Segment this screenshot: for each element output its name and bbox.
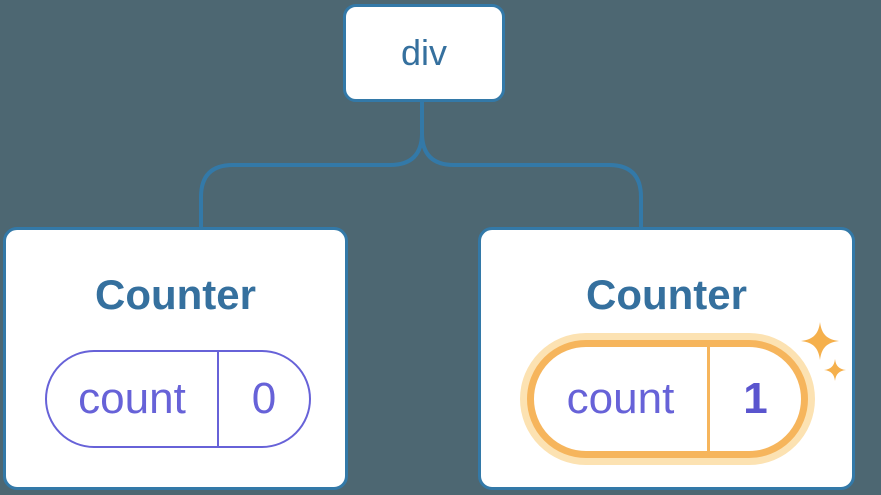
root-node-label: div [400,32,448,73]
counter-title: Counter [95,271,256,318]
state-value: 0 [251,374,277,423]
sparkle-icon [824,359,846,381]
counter-card-left: Counter count 0 [3,227,348,490]
counter-card-right: Counter count 1 [478,227,855,490]
sparkle-icon [801,322,839,360]
state-name: count [47,352,219,446]
edge-root-to-right-counter [420,132,643,229]
state-pill-highlight-halo: count 1 [520,333,815,465]
state-pill-right: count 1 [527,340,808,458]
counter-title: Counter [586,271,747,318]
state-pill-left: count 0 [45,350,311,448]
state-value-updated: 1 [743,374,768,423]
state-name: count [534,347,710,451]
root-node-div: div [343,4,505,102]
edge-root-to-left-counter [199,102,424,229]
